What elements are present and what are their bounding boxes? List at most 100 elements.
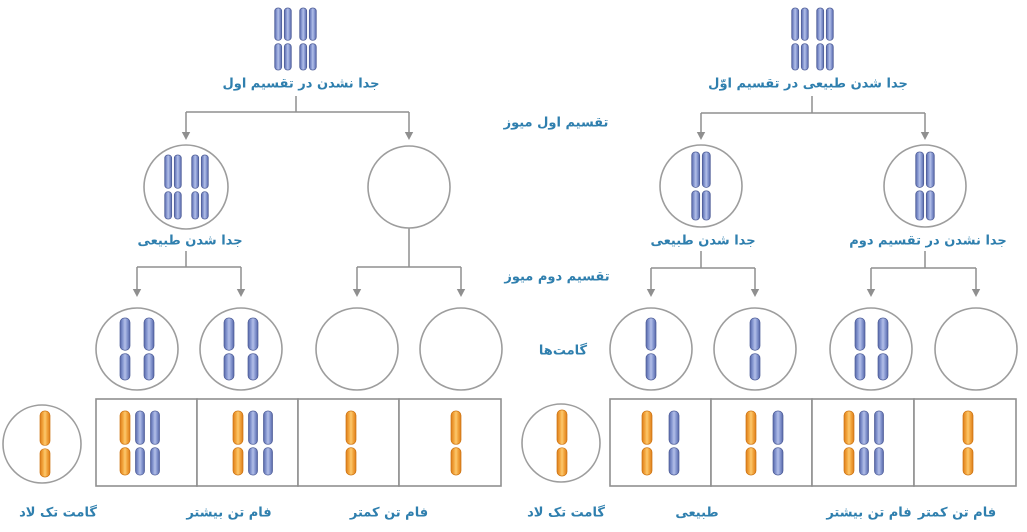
chromatid-arm bbox=[800, 43, 809, 71]
arrowhead-icon bbox=[696, 132, 706, 140]
cell-circle bbox=[829, 307, 913, 391]
orange-chromosome bbox=[119, 410, 131, 476]
chromatid-arm bbox=[274, 7, 283, 41]
chromatid-arm bbox=[556, 447, 568, 477]
chromatid-arm bbox=[749, 317, 761, 351]
arrowhead-icon bbox=[404, 132, 414, 140]
blue-duplicated-chromosome bbox=[299, 7, 317, 71]
blue-duplicated-chromosome bbox=[791, 7, 809, 71]
blue-duplicated-chromosome bbox=[164, 154, 182, 220]
chromatid-arm bbox=[701, 151, 711, 188]
chromatid-arm bbox=[200, 191, 209, 220]
cell-circle bbox=[419, 307, 503, 391]
left-zygote-box-2 bbox=[196, 398, 299, 487]
chromatid-arm bbox=[263, 410, 273, 445]
blue-duplicated-chromosome bbox=[816, 7, 834, 71]
chromatid-arm bbox=[223, 317, 235, 351]
blue-chromosome bbox=[749, 317, 761, 381]
left-haploid-gamete-cell bbox=[2, 404, 82, 484]
cell-circle bbox=[659, 144, 743, 228]
chromatid-arm bbox=[745, 447, 757, 476]
cell-circle bbox=[883, 144, 967, 228]
chromatid-arm bbox=[345, 447, 357, 476]
chromatid-arm bbox=[173, 191, 182, 220]
blue-chromosome bbox=[223, 317, 235, 381]
chromatid-arm bbox=[962, 410, 974, 445]
left-mii-branch-a bbox=[132, 251, 246, 297]
blue-duplicated-chromosome bbox=[274, 7, 292, 71]
orange-chromosome bbox=[843, 410, 855, 476]
zygote-box bbox=[710, 398, 813, 487]
chromatid-arm bbox=[800, 7, 809, 41]
chromatid-arm bbox=[874, 447, 884, 476]
right-gamete-1 bbox=[609, 307, 693, 391]
blue-chromosome bbox=[668, 410, 680, 476]
chromatid-arm bbox=[299, 43, 308, 71]
orange-chromosome bbox=[641, 410, 653, 476]
blue-chromosome bbox=[150, 410, 160, 476]
blue-chromosome bbox=[143, 317, 155, 381]
chromatid-arm bbox=[119, 317, 131, 351]
chromatid-arm bbox=[641, 447, 653, 476]
chromatid-arm bbox=[791, 7, 800, 41]
orange-chromosome bbox=[39, 410, 51, 478]
chromatid-arm bbox=[39, 448, 51, 478]
chromatid-arm bbox=[232, 410, 244, 445]
chromatid-arm bbox=[39, 410, 51, 446]
orange-chromosome bbox=[745, 410, 757, 476]
chromatid-arm bbox=[772, 410, 784, 445]
chromatid-arm bbox=[119, 410, 131, 445]
chromatid-arm bbox=[164, 191, 173, 220]
chromatid-arm bbox=[191, 154, 200, 189]
blue-duplicated-chromosome bbox=[915, 151, 935, 221]
chromatid-arm bbox=[274, 43, 283, 71]
chromatid-arm bbox=[645, 353, 657, 381]
chromatid-arm bbox=[816, 7, 825, 41]
chromatid-arm bbox=[925, 190, 935, 221]
zygote-box bbox=[95, 398, 198, 487]
blue-chromosome bbox=[247, 317, 259, 381]
blue-chromosome bbox=[877, 317, 889, 381]
zygote-box bbox=[609, 398, 712, 487]
right-haploid-gamete-cell bbox=[521, 403, 601, 483]
chromatid-arm bbox=[843, 447, 855, 476]
orange-chromosome bbox=[556, 409, 568, 477]
left-gamete-4 bbox=[419, 307, 503, 391]
chromatid-arm bbox=[150, 447, 160, 476]
orange-chromosome bbox=[232, 410, 244, 476]
chromatid-arm bbox=[135, 410, 145, 445]
right-zygote-box-2 bbox=[710, 398, 813, 487]
chromatid-arm bbox=[691, 151, 701, 188]
right-mii-branch-c bbox=[646, 251, 760, 297]
chromatid-arm bbox=[308, 7, 317, 41]
chromatid-arm bbox=[299, 7, 308, 41]
cell-circle bbox=[199, 307, 283, 391]
chromatid-arm bbox=[915, 151, 925, 188]
chromatid-arm bbox=[143, 353, 155, 381]
chromatid-arm bbox=[791, 43, 800, 71]
blue-chromosome bbox=[772, 410, 784, 476]
arrowhead-icon bbox=[646, 289, 656, 297]
chromatid-arm bbox=[283, 43, 292, 71]
chromatid-arm bbox=[749, 353, 761, 381]
blue-chromosome bbox=[645, 317, 657, 381]
left-zygote-box-3 bbox=[297, 398, 400, 487]
right-mii-branch-d bbox=[866, 251, 981, 297]
chromatid-arm bbox=[308, 43, 317, 71]
right-gamete-4 bbox=[934, 307, 1018, 391]
chromatid-arm bbox=[200, 154, 209, 189]
chromatid-arm bbox=[143, 317, 155, 351]
left-gamete-3 bbox=[315, 307, 399, 391]
chromatid-arm bbox=[701, 190, 711, 221]
orange-chromosome bbox=[450, 410, 462, 476]
right-parent-chromosomes bbox=[791, 7, 834, 71]
chromatid-arm bbox=[450, 410, 462, 445]
chromatid-arm bbox=[119, 353, 131, 381]
arrowhead-icon bbox=[181, 132, 191, 140]
chromatid-arm bbox=[962, 447, 974, 476]
orange-chromosome bbox=[962, 410, 974, 476]
zygote-box bbox=[398, 398, 502, 487]
blue-chromosome bbox=[119, 317, 131, 381]
